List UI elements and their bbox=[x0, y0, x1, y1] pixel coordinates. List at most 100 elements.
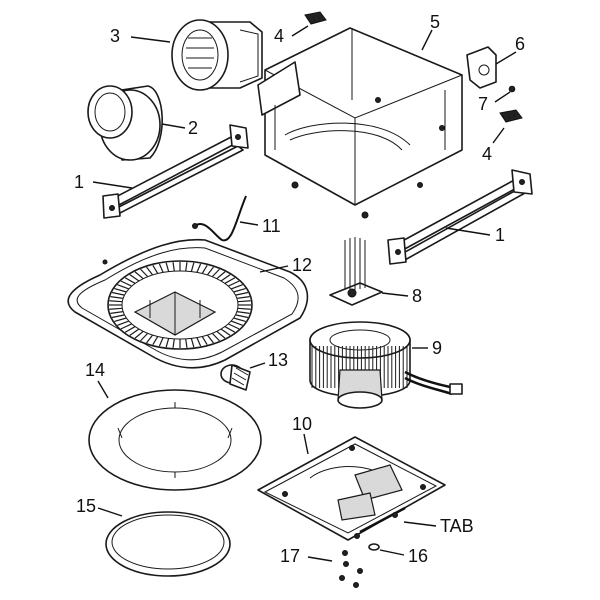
grille-slot bbox=[110, 311, 124, 314]
grille-slot bbox=[146, 334, 154, 344]
grille-slot bbox=[114, 317, 127, 323]
callout-6: 6 bbox=[515, 34, 525, 54]
grille-slot bbox=[235, 314, 249, 319]
grille-slot bbox=[190, 262, 195, 272]
grille-slot bbox=[117, 320, 130, 326]
grille-slot bbox=[227, 280, 240, 287]
grille-slot bbox=[220, 274, 231, 282]
grille-slot bbox=[233, 287, 246, 293]
grille-slot bbox=[165, 338, 170, 348]
grille-slot bbox=[233, 317, 246, 323]
callout-7: 7 bbox=[478, 94, 488, 114]
callout-3: 3 bbox=[110, 26, 120, 46]
grille-slot bbox=[111, 291, 125, 296]
grille-slot bbox=[158, 337, 164, 347]
grille-slot bbox=[230, 320, 243, 326]
callout-labels: 3 4 5 6 7 4 2 1 1 11 12 8 9 13 14 15 10 … bbox=[74, 12, 525, 566]
grille-slot bbox=[211, 268, 220, 278]
grille-slot bbox=[109, 300, 123, 303]
part-11-washer bbox=[368, 543, 380, 551]
grille-slot bbox=[196, 337, 202, 347]
grille-slot bbox=[201, 264, 208, 274]
part-9-blower-wheel bbox=[309, 321, 463, 409]
grille-slot bbox=[109, 307, 123, 310]
part-8-motor-plate bbox=[329, 237, 383, 306]
grille-slot bbox=[211, 332, 220, 342]
grille-slot bbox=[165, 262, 170, 272]
callout-8: 8 bbox=[412, 286, 422, 306]
part-14-grille bbox=[67, 238, 309, 369]
grille-slot bbox=[140, 268, 149, 278]
callout-17: 15 bbox=[76, 496, 96, 516]
callout-2: 2 bbox=[188, 118, 198, 138]
part-13-wire-spring bbox=[192, 195, 247, 242]
callout-10: 10 bbox=[292, 414, 312, 434]
grille-slot bbox=[152, 336, 159, 346]
callout-5: 5 bbox=[430, 12, 440, 32]
grille-slot bbox=[237, 307, 251, 310]
grille-slot bbox=[230, 284, 243, 290]
grille-slot bbox=[129, 274, 140, 282]
grille-slot bbox=[124, 326, 136, 333]
part-17-lens bbox=[105, 511, 231, 577]
grille-slot bbox=[224, 277, 236, 284]
grille-slot bbox=[236, 311, 250, 314]
callout-15: 13 bbox=[268, 350, 288, 370]
callout-14: 12 bbox=[292, 255, 312, 275]
grille-slot bbox=[185, 338, 188, 348]
grille-slot bbox=[216, 271, 226, 280]
part-2-round-duct bbox=[87, 85, 163, 161]
part-4-clip-top bbox=[304, 11, 327, 25]
grille-slot bbox=[146, 266, 154, 276]
grille-slot bbox=[120, 323, 133, 330]
grille-slot bbox=[140, 332, 149, 342]
grille-slot bbox=[190, 338, 195, 348]
grille-slot bbox=[152, 264, 159, 274]
grille-slot bbox=[220, 328, 231, 336]
grille-slot bbox=[216, 330, 226, 339]
grille-slot bbox=[111, 314, 125, 319]
grille-slot bbox=[124, 277, 136, 284]
grille-slot bbox=[120, 280, 133, 287]
callout-1-left: 1 bbox=[74, 172, 84, 192]
callout-13: 11 bbox=[262, 216, 281, 236]
callout-11: 16 bbox=[408, 546, 428, 566]
part-15-lamp-socket bbox=[220, 364, 251, 391]
part-4-clip-right bbox=[499, 109, 523, 123]
callout-9: 9 bbox=[432, 338, 442, 358]
grille-slot bbox=[129, 328, 140, 336]
grille-slot bbox=[114, 287, 127, 293]
callout-tab: TAB bbox=[440, 516, 474, 536]
grille-slot bbox=[227, 323, 240, 330]
grille-slot bbox=[117, 284, 130, 290]
grille-slot bbox=[172, 262, 175, 272]
callout-16: 14 bbox=[85, 360, 105, 380]
grille-slot bbox=[206, 334, 214, 344]
part-6-bracket bbox=[466, 46, 497, 89]
grille-slot bbox=[134, 330, 144, 339]
callout-12: 17 bbox=[280, 546, 300, 566]
part-5-housing bbox=[257, 27, 463, 219]
grille-slot bbox=[236, 296, 250, 299]
part-12-screws bbox=[339, 550, 363, 588]
part-1-hanger-bar-right bbox=[387, 169, 533, 265]
callout-1-right: 1 bbox=[495, 225, 505, 245]
grille-slot bbox=[235, 291, 249, 296]
leader-lines bbox=[92, 25, 517, 562]
part-3-duct-connector bbox=[171, 19, 263, 91]
grille-slot bbox=[172, 338, 175, 348]
grille-slot bbox=[185, 262, 188, 272]
grille-slot bbox=[196, 263, 202, 273]
grille-slot bbox=[158, 263, 164, 273]
grille-slot bbox=[110, 296, 124, 299]
grille-slot bbox=[201, 336, 208, 346]
part-16-trim-ring bbox=[88, 389, 262, 491]
part-7-screw bbox=[508, 85, 516, 93]
grille-slot bbox=[206, 266, 214, 276]
part-10-mounting-plate bbox=[257, 436, 446, 541]
grille-slot bbox=[134, 271, 144, 280]
callout-4-right: 4 bbox=[482, 144, 492, 164]
part-1-hanger-bar-left bbox=[102, 124, 249, 219]
